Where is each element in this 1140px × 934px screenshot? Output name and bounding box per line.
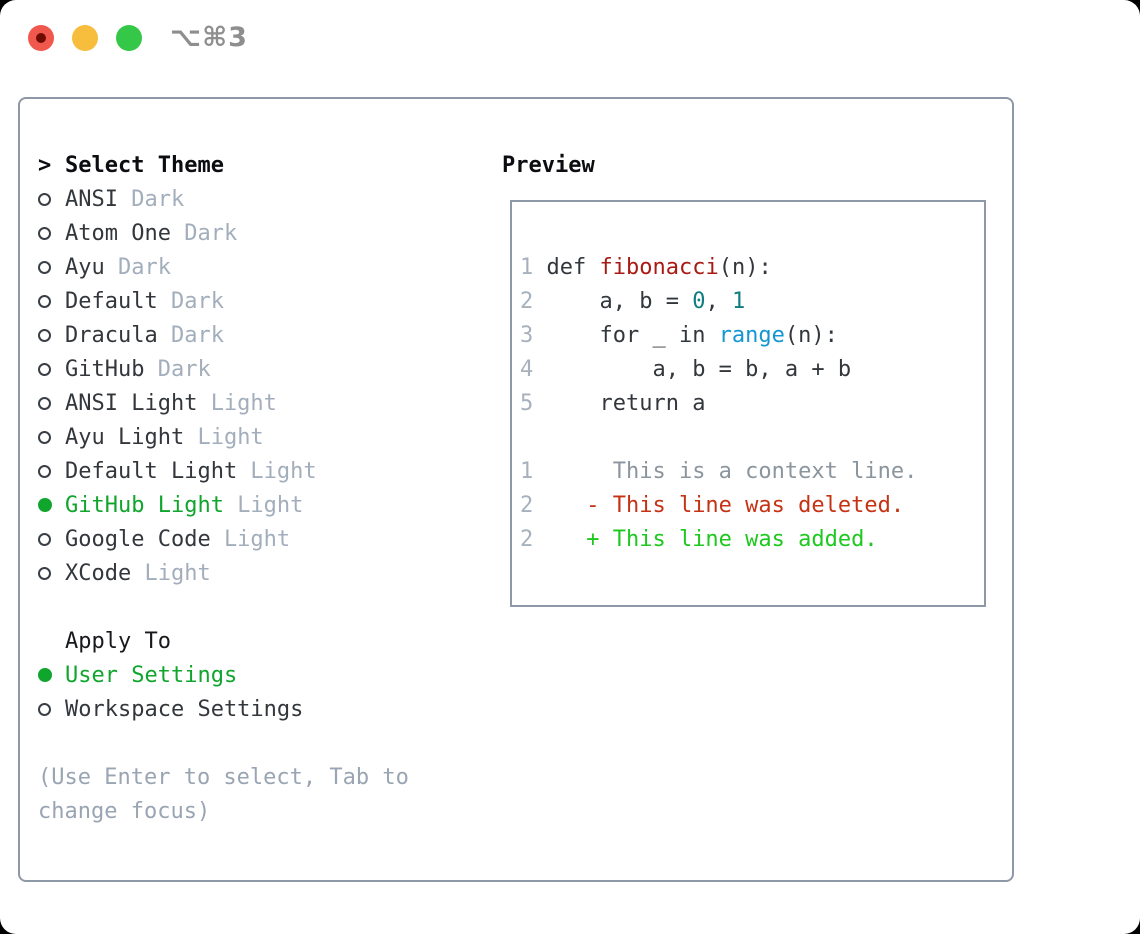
apply-to-header: Apply To [38, 624, 409, 658]
apply-option-label: Workspace Settings [65, 696, 304, 722]
radio-icon [38, 396, 51, 410]
diff-added-line: 2 + This line was added. [520, 526, 878, 552]
radio-icon [38, 702, 51, 716]
theme-variant: Dark [117, 254, 171, 280]
radio-icon [38, 362, 51, 376]
theme-name: Atom One [65, 220, 171, 246]
theme-name: Default [65, 288, 158, 314]
record-dot-icon [36, 32, 46, 43]
hint-text-line1: (Use Enter to select, Tab to [38, 764, 409, 790]
code-line [520, 216, 984, 250]
hint-text-line2: change focus) [38, 798, 211, 824]
theme-name: ANSI [65, 186, 118, 212]
apply-option-workspace-settings[interactable]: Workspace Settings [38, 692, 409, 726]
preview-box: 1 def fibonacci(n): 2 a, b = 0, 1 3 for … [510, 200, 986, 607]
apply-to-title: Apply To [65, 628, 171, 654]
minimize-button[interactable] [72, 24, 98, 51]
theme-list-header: > Select Theme [38, 148, 409, 182]
selection-caret-icon: > [38, 152, 52, 178]
radio-icon [38, 532, 51, 546]
theme-option-dracula-dark[interactable]: Dracula Dark [38, 318, 409, 352]
radio-icon [38, 260, 51, 274]
theme-option-github-light[interactable]: GitHub Light Light [38, 488, 409, 522]
theme-variant: Dark [184, 220, 238, 246]
code-line: 4 a, b = b, a + b [520, 356, 852, 382]
preview-title: Preview [502, 152, 595, 178]
diff-context-line: 1 This is a context line. [520, 458, 918, 484]
theme-variant: Dark [170, 288, 224, 314]
theme-option-ansi-light[interactable]: ANSI Light Light [38, 386, 409, 420]
theme-variant: Dark [170, 322, 224, 348]
radio-icon [38, 430, 51, 444]
theme-variant: Dark [131, 186, 185, 212]
radio-icon [38, 192, 51, 206]
theme-variant: Light [223, 526, 291, 552]
theme-variant: Light [210, 390, 277, 416]
radio-icon [38, 226, 51, 240]
theme-option-ayu-dark[interactable]: Ayu Dark [38, 250, 409, 284]
apply-option-user-settings[interactable]: User Settings [38, 658, 409, 692]
theme-name: Dracula [65, 322, 158, 348]
theme-option-ansi-dark[interactable]: ANSI Dark [38, 182, 409, 216]
radio-icon [38, 294, 51, 308]
theme-option-google-code[interactable]: Google Code Light [38, 522, 409, 556]
code-line: 3 for _ in range(n): [520, 322, 838, 348]
radio-icon [38, 328, 51, 342]
theme-variant: Light [250, 458, 317, 484]
code-line [520, 420, 984, 454]
radio-icon [38, 464, 51, 478]
theme-name: Ayu Light [65, 424, 185, 450]
radio-selected-icon [38, 498, 52, 512]
theme-variant: Light [197, 424, 264, 450]
theme-list-title: Select Theme [65, 152, 224, 178]
theme-option-ayu-light[interactable]: Ayu Light Light [38, 420, 409, 454]
diff-deleted-line: 2 - This line was deleted. [520, 492, 905, 518]
theme-variant: Light [144, 560, 211, 586]
theme-variant: Dark [157, 356, 211, 382]
spacer [38, 590, 409, 624]
code-line: 2 a, b = 0, 1 [520, 288, 746, 314]
theme-name: GitHub [65, 356, 145, 382]
radio-selected-icon [38, 668, 52, 682]
apply-option-label: User Settings [65, 662, 238, 688]
theme-variant: Light [237, 492, 304, 518]
theme-option-default-dark[interactable]: Default Dark [38, 284, 409, 318]
theme-option-github-dark[interactable]: GitHub Dark [38, 352, 409, 386]
code-line: 5 return a [520, 390, 706, 416]
spacer [38, 726, 409, 760]
theme-option-xcode[interactable]: XCode Light [38, 556, 409, 590]
theme-name: GitHub Light [65, 492, 224, 518]
theme-option-default-light[interactable]: Default Light Light [38, 454, 409, 488]
theme-selector-panel: > Select Theme ANSI Dark Atom One Dark A… [18, 97, 1014, 882]
theme-list: > Select Theme ANSI Dark Atom One Dark A… [38, 148, 409, 828]
zoom-button[interactable] [116, 24, 142, 51]
theme-option-atom-one-dark[interactable]: Atom One Dark [38, 216, 409, 250]
theme-name: Google Code [65, 526, 211, 552]
window-title: ⌥⌘3 [170, 22, 248, 53]
theme-name: Ayu [65, 254, 105, 280]
titlebar: ⌥⌘3 [28, 22, 248, 53]
code-line: 1 def fibonacci(n): [520, 254, 772, 280]
theme-name: ANSI Light [65, 390, 198, 416]
radio-icon [38, 566, 51, 580]
theme-name: Default Light [65, 458, 238, 484]
close-button[interactable] [28, 24, 54, 51]
theme-name: XCode [65, 560, 132, 586]
